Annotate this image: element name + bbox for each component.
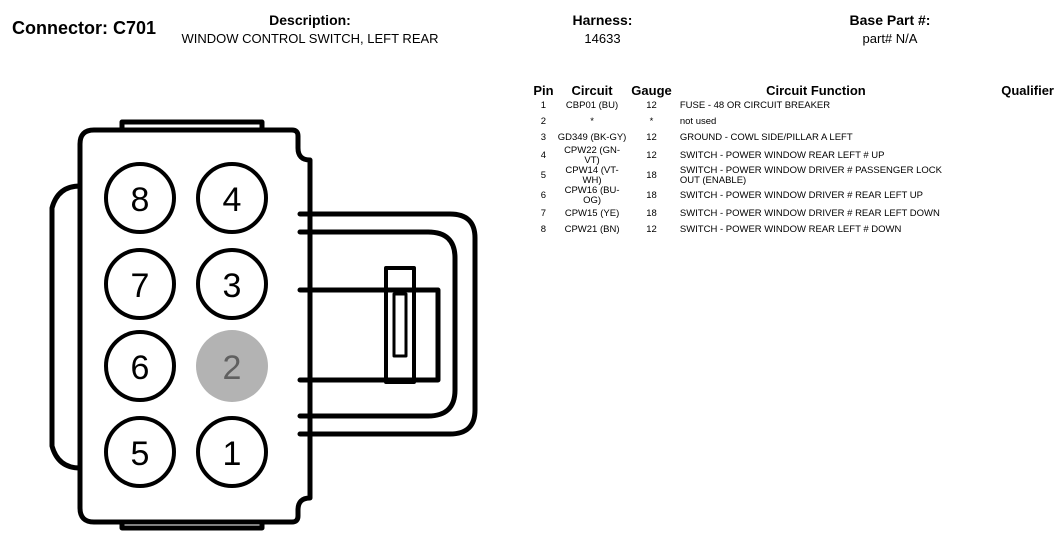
harness-value: 14633 (584, 31, 621, 46)
pin-8-label: 8 (131, 181, 150, 219)
cell-gauge: 18 (646, 190, 657, 201)
cell-gauge: 18 (646, 208, 657, 219)
pin-2-cavity-unused (196, 330, 268, 402)
col-header-qualifier: Qualifier (1001, 83, 1054, 98)
pin-2-label: 2 (223, 349, 242, 387)
cell-qualifier (952, 166, 1054, 186)
top-step (119, 119, 265, 133)
cell-function: FUSE - 48 OR CIRCUIT BREAKER (679, 100, 831, 111)
latch-tongue (297, 287, 441, 383)
pin-1-cavity (196, 416, 268, 488)
cell-pin: 6 (540, 190, 547, 201)
bottom-tab (119, 519, 265, 531)
base-part-label: Base Part #: (849, 12, 931, 28)
harness-label: Harness: (572, 12, 633, 28)
pin-cavities: 8 4 7 3 6 2 5 1 (104, 162, 268, 488)
pin-table-body: 1 CBP01 (BU) 12 FUSE - 48 OR CIRCUIT BREAKE… (530, 98, 1054, 238)
table-row: 6 CPW16 (BU-OG) 18 SWITCH - POWER WINDOW DR… (530, 186, 1054, 206)
latch-button (384, 266, 416, 384)
left-flange (49, 183, 83, 471)
description-value: WINDOW CONTROL SWITCH, LEFT REAR (181, 31, 439, 46)
latch-inner (297, 229, 458, 419)
cell-gauge: 12 (646, 150, 657, 161)
cell-circuit: CBP01 (BU) (565, 100, 619, 111)
base-part-value: part# N/A (862, 31, 918, 46)
cell-function: not used (679, 116, 717, 127)
cell-function: SWITCH - POWER WINDOW REAR LEFT # DOWN (679, 224, 902, 235)
cell-pin: 3 (540, 132, 547, 143)
cell-pin: 1 (540, 100, 547, 111)
pin-8-cavity (104, 162, 176, 234)
harness-block: Harness: 14633 (555, 12, 650, 46)
cell-circuit: CPW15 (YE) (564, 208, 620, 219)
description-block: Description: WINDOW CONTROL SWITCH, LEFT… (170, 12, 450, 46)
cell-circuit: CPW14 (VT-WH) (565, 165, 619, 186)
cell-gauge: 12 (646, 224, 657, 235)
pin-7-label: 7 (131, 267, 150, 305)
cell-gauge: 12 (646, 100, 657, 111)
cell-pin: 8 (540, 224, 547, 235)
cell-gauge: 18 (646, 170, 657, 181)
cell-qualifier (952, 206, 1054, 222)
cell-pin: 5 (540, 170, 547, 181)
col-header-gauge: Gauge (631, 83, 672, 98)
latch-outer (297, 211, 478, 437)
cell-function: SWITCH - POWER WINDOW REAR LEFT # UP (679, 150, 885, 161)
cell-pin: 4 (540, 150, 547, 161)
cell-circuit: GD349 (BK-GY) (557, 132, 627, 143)
cell-qualifier (952, 98, 1054, 114)
pin-6-label: 6 (131, 349, 150, 387)
description-label: Description: (269, 12, 351, 28)
cell-function: SWITCH - POWER WINDOW DRIVER # REAR LEFT… (679, 208, 940, 219)
cell-qualifier (952, 146, 1054, 166)
cell-circuit: CPW22 (GN-VT) (564, 145, 621, 166)
table-row: 5 CPW14 (VT-WH) 18 SWITCH - POWER WINDOW DR… (530, 166, 1054, 186)
table-row: 8 CPW21 (BN) 12 SWITCH - POWER WINDOW REAR … (530, 222, 1054, 238)
pin-1-label: 1 (223, 435, 242, 473)
housing-outline (77, 127, 313, 525)
cell-function: SWITCH - POWER WINDOW DRIVER # PASSENGER… (679, 165, 943, 186)
cell-gauge: * (649, 116, 654, 127)
cell-qualifier (952, 222, 1054, 238)
col-header-function: Circuit Function (766, 83, 866, 98)
pin-3-cavity (196, 248, 268, 320)
pin-7-cavity (104, 248, 176, 320)
latch-button-inner (392, 292, 408, 358)
col-header-pin: Pin (533, 83, 554, 98)
cell-circuit: CPW16 (BU-OG) (564, 185, 620, 206)
cell-pin: 7 (540, 208, 547, 219)
cell-circuit: * (590, 116, 594, 127)
connector-face-diagram: 8 4 7 3 6 2 5 1 (49, 119, 478, 531)
cell-function: GROUND - COWL SIDE/PILLAR A LEFT (679, 132, 853, 143)
pin-4-label: 4 (223, 181, 242, 219)
base-part-block: Base Part #: part# N/A (835, 12, 945, 46)
col-header-circuit: Circuit (571, 83, 613, 98)
pin-5-cavity (104, 416, 176, 488)
cell-qualifier (952, 186, 1054, 206)
cell-function: SWITCH - POWER WINDOW DRIVER # REAR LEFT… (679, 190, 923, 201)
pin-6-cavity (104, 330, 176, 402)
pin-table: Pin Circuit Gauge Circuit Function Quali… (530, 82, 1054, 238)
table-row: 2 * * not used (530, 114, 1054, 130)
cell-qualifier (952, 130, 1054, 146)
cell-qualifier (952, 114, 1054, 130)
pin-5-label: 5 (131, 435, 150, 473)
cell-pin: 2 (540, 116, 547, 127)
table-header-row: Pin Circuit Gauge Circuit Function Quali… (530, 82, 1054, 98)
cell-circuit: CPW21 (BN) (564, 224, 620, 235)
table-row: 7 CPW15 (YE) 18 SWITCH - POWER WINDOW DRIVE… (530, 206, 1054, 222)
table-row: 1 CBP01 (BU) 12 FUSE - 48 OR CIRCUIT BREAKE… (530, 98, 1054, 114)
pin-4-cavity (196, 162, 268, 234)
table-row: 4 CPW22 (GN-VT) 12 SWITCH - POWER WINDOW RE… (530, 146, 1054, 166)
cell-gauge: 12 (646, 132, 657, 143)
table-row: 3 GD349 (BK-GY) 12 GROUND - COWL SIDE/PILLA… (530, 130, 1054, 146)
pin-3-label: 3 (223, 267, 242, 305)
connector-title: Connector: C701 (12, 18, 157, 38)
